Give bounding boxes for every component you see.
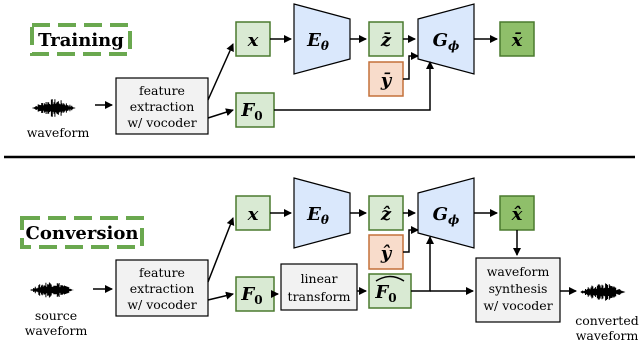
conversion-f0-sub: 0 [254,293,262,307]
conversion-feature-line-3: w/ vocoder [127,297,196,312]
training-waveform-label: waveform [27,125,90,140]
conversion-decoder-sub: ϕ [448,213,460,227]
training-z-label: z̄ [380,30,392,51]
conversion-f0-label: F0 [240,284,262,307]
training-decoder-label: Gϕ [433,30,460,53]
training-f0-box [235,92,275,128]
conversion-arrow-y-to-decoder [403,226,419,253]
conversion-encoder-label: Eθ [306,204,329,227]
conversion-linear-line-2: transform [288,289,351,304]
conversion-arrow-f0hat-to-decoder [411,236,434,292]
conversion-encoder-sub: θ [321,213,329,227]
waveform-trace [32,99,76,117]
conversion-f0hat-box [368,273,412,309]
conversion-linear-transform-box [280,263,358,311]
conversion-feature-line-1: feature [139,265,185,280]
conversion-linear-line-1: linear [301,271,338,286]
training-decoder-shape [417,3,475,75]
training-encoder-shape [293,3,351,75]
conversion-title-frame [20,216,144,249]
waveform-trace [580,283,626,301]
conversion-title: Conversion [26,223,139,244]
conversion-f0hat-sub: 0 [388,291,396,305]
conversion-arrow-feature-to-x [207,217,235,283]
training-feature-line-2: extraction [130,99,195,114]
conversion-z-box [368,195,404,231]
conversion-output-waveform-icon [580,283,626,301]
training-x-label: x [247,30,259,51]
training-decoder-sub: ϕ [448,39,460,53]
conversion-synth-line-2: synthesis [489,281,548,296]
training-xout-label: x̄ [511,30,523,51]
conversion-arrow-feature-to-f0 [207,291,234,301]
conversion-f0hat-hat [375,275,405,282]
conversion-xout-label: x̂ [511,204,523,225]
conversion-z-label: ẑ [380,204,392,225]
conversion-section: Conversion source waveform feature extra… [20,177,639,343]
conversion-f0hat-label: F0 [374,282,396,305]
conversion-synth-line-3: w/ vocoder [483,298,552,313]
training-z-box [368,21,404,57]
conversion-source-label-1: source [35,308,77,323]
training-arrow-f0-to-decoder [274,61,434,111]
conversion-feature-line-2: extraction [130,281,195,296]
waveform-trace [30,282,74,298]
training-arrow-feature-to-f0 [207,108,234,119]
training-arrow-y-to-decoder [403,52,419,80]
training-y-label: ȳ [380,70,393,91]
training-encoder-sub: θ [321,39,329,53]
conversion-output-label-2: waveform [576,328,639,343]
conversion-synth-line-1: waveform [487,264,550,279]
conversion-synthesis-box [475,257,561,323]
conversion-encoder-shape [293,177,351,249]
conversion-y-label: ŷ [380,243,393,264]
training-x-box [235,21,271,57]
conversion-feature-extraction-box [115,259,209,317]
training-title: Training [38,30,124,51]
training-encoder-label: Eθ [306,30,329,53]
training-arrow-feature-to-x [207,43,234,101]
training-waveform-icon [32,99,76,117]
conversion-x-label: x [247,204,259,225]
conversion-xout-box [499,195,535,231]
training-section: Training waveform feature extraction w/ … [27,3,535,140]
training-f0-sub: 0 [254,109,262,123]
conversion-decoder-label: Gϕ [433,204,460,227]
training-y-box [368,61,404,97]
training-f0-label: F0 [240,100,262,123]
conversion-source-label-2: waveform [25,323,88,338]
training-feature-line-3: w/ vocoder [127,115,196,130]
conversion-decoder-shape [417,177,475,249]
training-xout-box [499,21,535,57]
training-feature-extraction-box [115,77,209,135]
training-feature-line-1: feature [139,83,185,98]
conversion-output-label-1: converted [575,313,638,328]
conversion-source-waveform-icon [30,282,74,298]
conversion-f0-box [235,276,275,312]
training-title-frame [30,23,132,56]
